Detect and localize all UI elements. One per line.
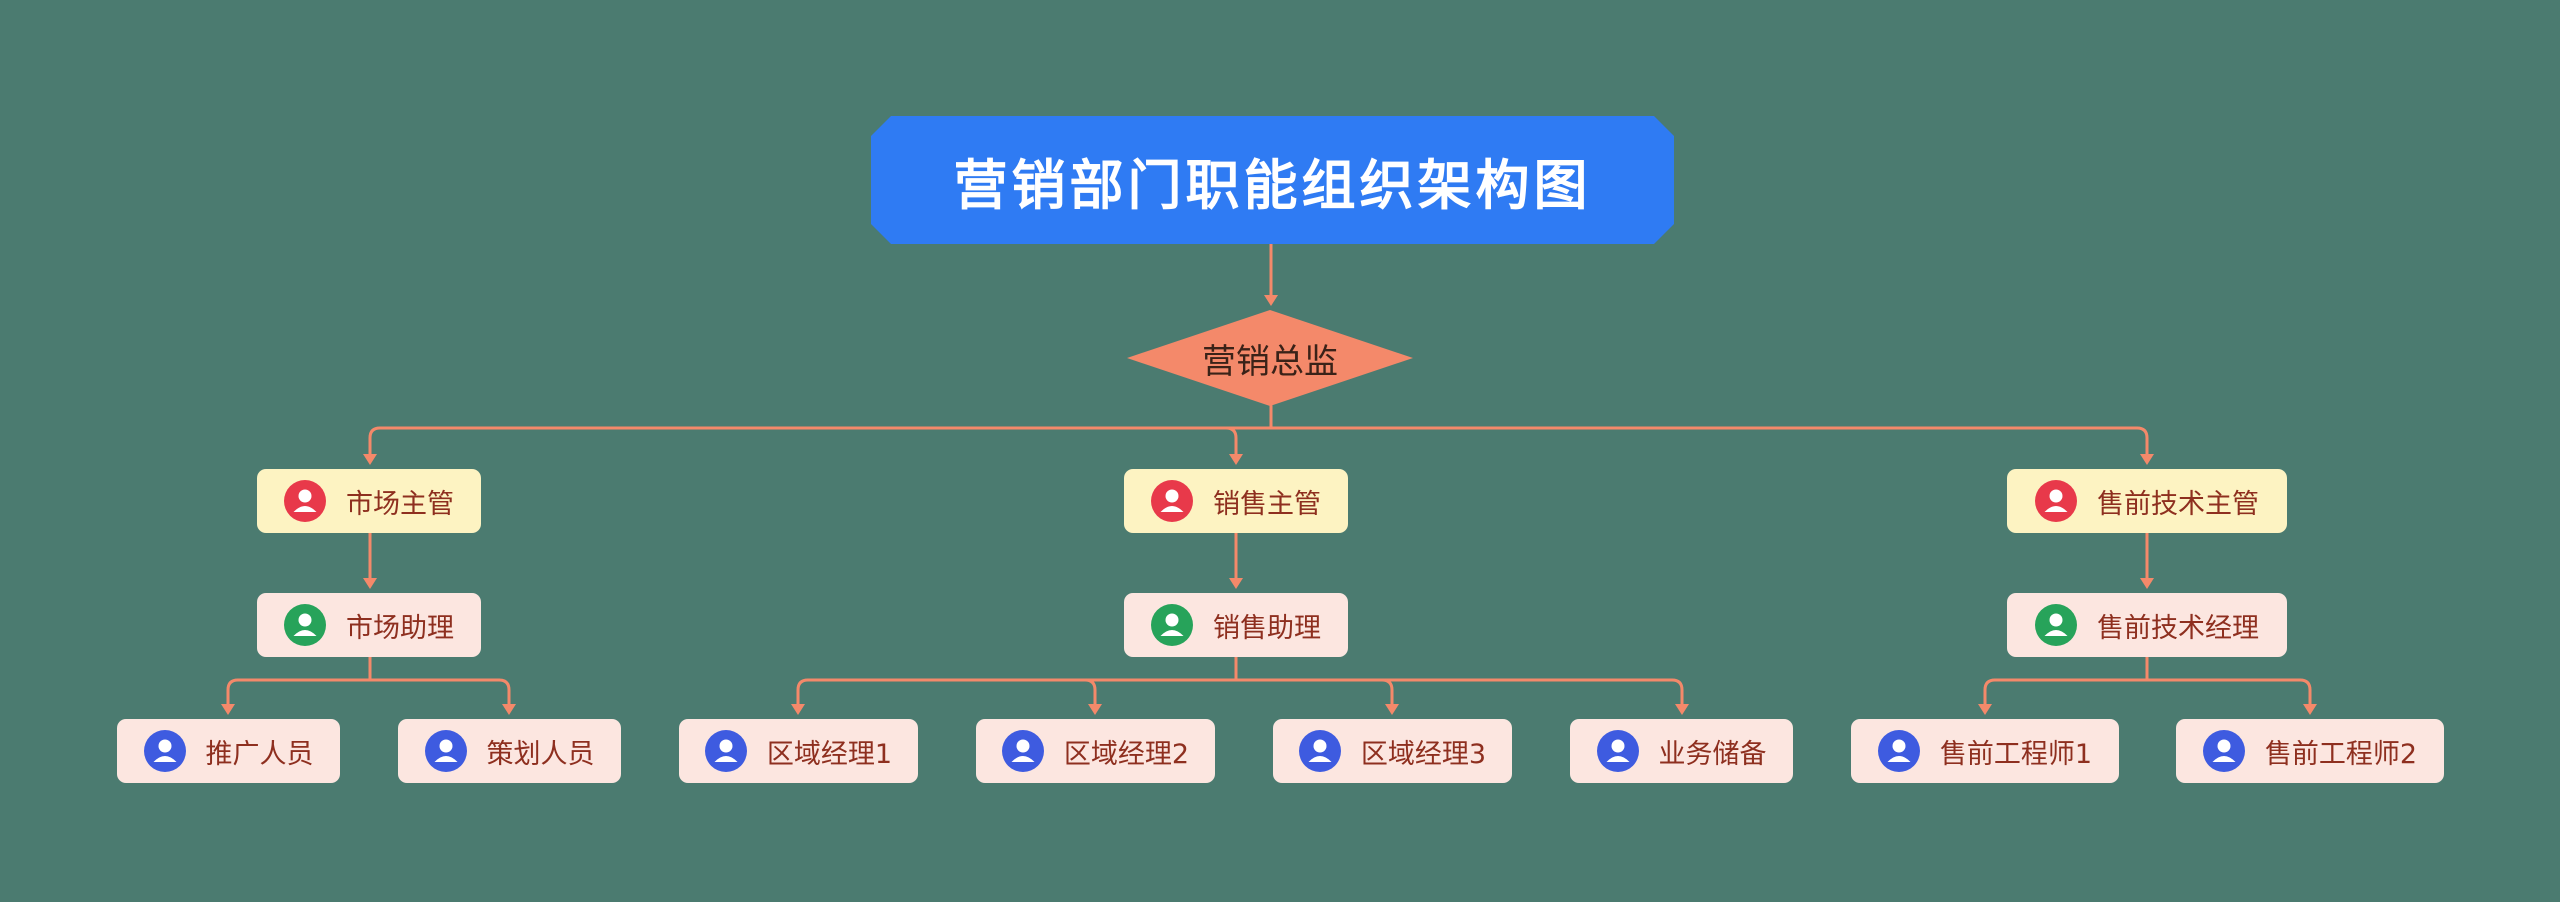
user-icon	[2035, 480, 2077, 522]
node-label: 区域经理1	[766, 738, 893, 770]
user-icon	[143, 730, 186, 772]
root-to-managers-connector-arrowhead-1	[1229, 454, 1243, 465]
node-manager-2: 售前技术主管	[2007, 469, 2287, 533]
user-icon	[1001, 730, 1044, 772]
assistant-to-staff-connector-1-arrowhead-3	[1675, 704, 1689, 715]
node-label: 市场助理	[346, 612, 454, 644]
node-staff-1-3: 业务储备	[1570, 719, 1793, 783]
manager-to-assistant-connector-0-arrowhead	[363, 578, 377, 589]
user-icon	[1298, 730, 1341, 772]
assistant-to-staff-connector-0-arrowhead-1	[502, 704, 516, 715]
assistant-to-staff-connector-1-drop-2	[1380, 678, 1394, 709]
node-label: 业务储备	[1658, 738, 1767, 770]
assistant-to-staff-connector-1-drop-0	[796, 678, 810, 709]
assistant-to-staff-connector-2-arrowhead-0	[1978, 704, 1992, 715]
node-assistant-2: 售前技术经理	[2007, 593, 2287, 657]
node-label: 区域经理2	[1063, 738, 1190, 770]
root-to-managers-connector-drop-2	[2135, 426, 2149, 459]
node-staff-2-1: 售前工程师2	[2176, 719, 2444, 783]
node-staff-2-0: 售前工程师1	[1851, 719, 2119, 783]
assistant-to-staff-connector-2-arrowhead-1	[2303, 704, 2317, 715]
user-icon	[1151, 480, 1193, 522]
assistant-to-staff-connector-1-arrowhead-0	[791, 704, 805, 715]
user-icon	[2202, 730, 2245, 772]
node-staff-1-0: 区域经理1	[679, 719, 918, 783]
node-label: 售前技术主管	[2097, 488, 2259, 520]
user-icon	[704, 730, 747, 772]
node-manager-0: 市场主管	[257, 469, 481, 533]
root-to-managers-connector-arrowhead-2	[2140, 454, 2154, 465]
user-icon	[284, 480, 326, 522]
assistant-to-staff-connector-1-arrowhead-2	[1385, 704, 1399, 715]
manager-to-assistant-connector-1-arrowhead	[1229, 578, 1243, 589]
node-staff-0-1: 策划人员	[398, 719, 621, 783]
title-to-root-connector-arrowhead	[1264, 295, 1278, 306]
root-to-managers-connector-drop-0	[368, 426, 382, 459]
root-node-label: 营销总监	[1202, 341, 1338, 382]
chart-title: 营销部门职能组织架构图	[953, 152, 1592, 217]
node-label: 区域经理3	[1360, 738, 1487, 770]
root-to-managers-connector-arrowhead-0	[363, 454, 377, 465]
assistant-to-staff-connector-0-arrowhead-0	[221, 704, 235, 715]
node-assistant-0: 市场助理	[257, 593, 481, 657]
node-staff-1-2: 区域经理3	[1273, 719, 1512, 783]
assistant-to-staff-connector-2-drop-0	[1983, 678, 1997, 709]
node-label: 推广人员	[205, 738, 314, 770]
chart-title-box: 营销部门职能组织架构图	[871, 116, 1674, 244]
user-icon	[1877, 730, 1920, 772]
node-staff-1-1: 区域经理2	[976, 719, 1215, 783]
user-icon	[284, 604, 326, 646]
node-assistant-1: 销售助理	[1124, 593, 1348, 657]
user-icon	[1596, 730, 1639, 772]
assistant-to-staff-connector-0-drop-0	[226, 678, 240, 709]
node-staff-0-0: 推广人员	[117, 719, 340, 783]
node-manager-1: 销售主管	[1124, 469, 1348, 533]
assistant-to-staff-connector-1-drop-1	[1083, 678, 1097, 709]
root-node-director: 营销总监	[1127, 310, 1413, 406]
node-label: 销售主管	[1213, 488, 1321, 520]
assistant-to-staff-connector-1-drop-3	[1670, 678, 1684, 709]
node-label: 售前技术经理	[2097, 612, 2259, 644]
assistant-to-staff-connector-0-drop-1	[497, 678, 511, 709]
node-label: 策划人员	[486, 738, 595, 770]
node-label: 售前工程师1	[1939, 738, 2093, 770]
node-label: 售前工程师2	[2264, 738, 2418, 770]
root-to-managers-connector-drop-1	[1224, 426, 1238, 459]
user-icon	[1151, 604, 1193, 646]
user-icon	[2035, 604, 2077, 646]
assistant-to-staff-connector-2-drop-1	[2298, 678, 2312, 709]
manager-to-assistant-connector-2-arrowhead	[2140, 578, 2154, 589]
node-label: 销售助理	[1213, 612, 1321, 644]
node-label: 市场主管	[346, 488, 454, 520]
assistant-to-staff-connector-1-arrowhead-1	[1088, 704, 1102, 715]
user-icon	[424, 730, 467, 772]
